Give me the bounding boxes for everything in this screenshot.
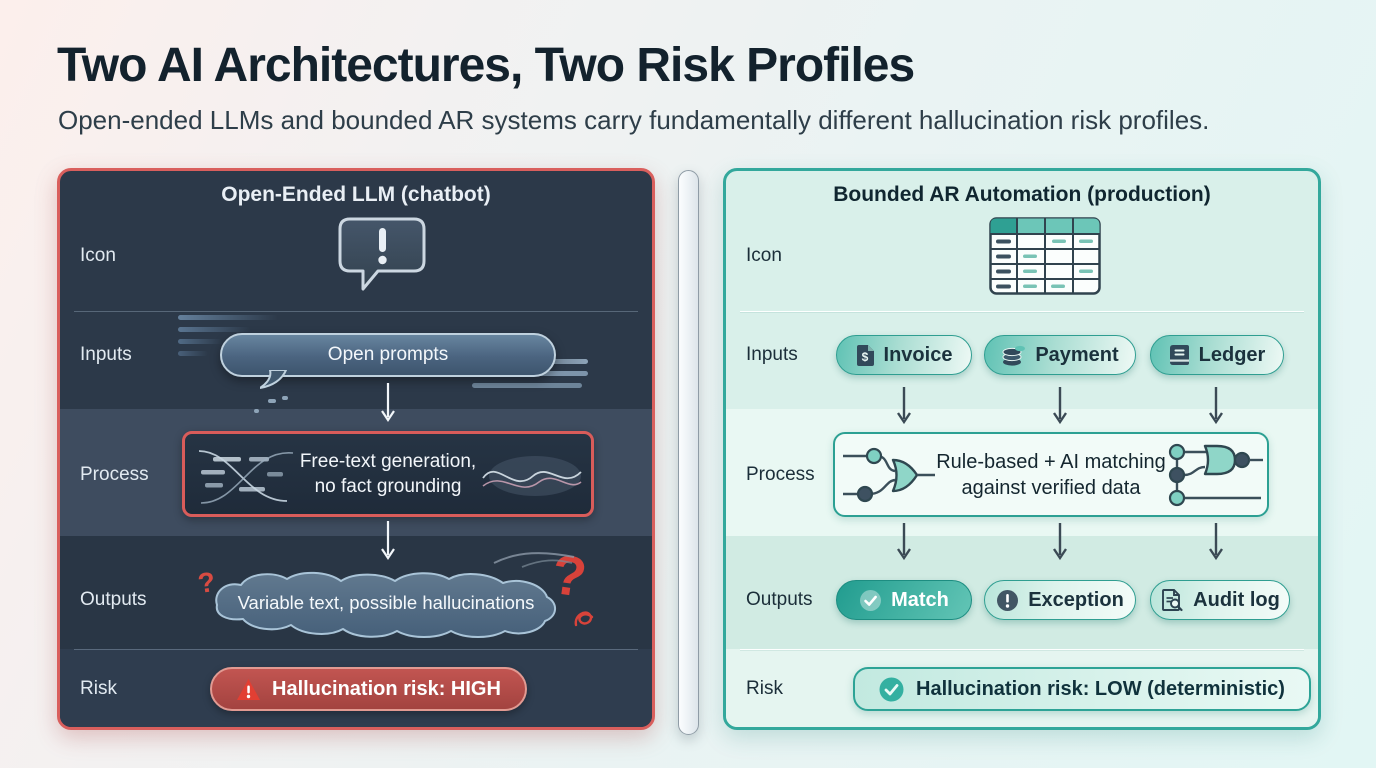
noise-waves-decoration	[482, 456, 582, 496]
right-panel-title: Bounded AR Automation (production)	[833, 183, 1211, 206]
icon-row-label: Icon	[80, 245, 116, 266]
llm-process-text: Free-text generation, no fact grounding	[299, 451, 477, 497]
down-arrow	[1209, 387, 1223, 425]
row-divider	[74, 649, 638, 650]
icon-row-label: Icon	[746, 245, 782, 266]
ar-process-text: Rule-based + AI matching against verifie…	[936, 450, 1166, 499]
row-divider	[740, 311, 1304, 312]
payment-coins-icon	[1002, 345, 1026, 366]
inputs-row-label: Inputs	[746, 344, 798, 365]
audit-log-icon	[1162, 589, 1183, 612]
ledger-book-icon	[1169, 345, 1189, 365]
input-pill-payment: Payment	[984, 335, 1136, 375]
down-arrow	[897, 523, 911, 561]
row-divider	[740, 649, 1304, 650]
ar-process-box: Rule-based + AI matching against verifie…	[833, 432, 1269, 517]
warning-triangle-icon	[237, 678, 260, 700]
risk-row-label: Risk	[746, 678, 783, 699]
left-panel-title: Open-Ended LLM (chatbot)	[221, 183, 491, 206]
pill-label: Ledger	[1198, 343, 1266, 366]
open-ended-llm-panel: Open-Ended LLM (chatbot) Icon Inputs Pro…	[57, 168, 655, 730]
risk-row-label: Risk	[80, 678, 117, 699]
logic-gate-right-icon	[1168, 443, 1263, 507]
chat-bubble-alert-icon	[338, 217, 426, 291]
variable-text-label: Variable text, possible hallucinations	[237, 592, 535, 613]
motion-lines-decoration	[493, 552, 575, 568]
output-pill-audit-log: Audit log	[1150, 580, 1290, 620]
page-title: Two AI Architectures, Two Risk Profiles	[57, 39, 915, 92]
inputs-row-label: Inputs	[80, 344, 132, 365]
logic-gate-left-icon	[843, 447, 935, 503]
exclamation-circle-icon	[997, 589, 1019, 611]
crossed-text-waves-decoration	[198, 450, 294, 504]
down-arrow	[381, 521, 395, 560]
wavy-blob-shape	[215, 571, 556, 638]
pill-label: Payment	[1035, 343, 1119, 366]
risk-low-badge: Hallucination risk: LOW (deterministic)	[853, 667, 1311, 711]
down-arrow	[897, 387, 911, 425]
open-prompts-text: Open prompts	[327, 344, 449, 365]
risk-high-text: Hallucination risk: HIGH	[272, 677, 501, 700]
invoice-document-icon: $	[856, 344, 874, 366]
open-prompts-bubble: Open prompts	[220, 333, 556, 389]
check-circle-icon	[879, 677, 904, 701]
outputs-row-label: Outputs	[80, 589, 147, 610]
vertical-divider-bar	[678, 170, 699, 735]
risk-low-text: Hallucination risk: LOW (deterministic)	[916, 677, 1285, 700]
red-squiggle-decoration	[574, 611, 594, 627]
spreadsheet-table-icon	[989, 217, 1101, 295]
check-circle-icon	[860, 589, 882, 611]
output-pill-match: Match	[836, 580, 972, 620]
process-row-label: Process	[80, 464, 149, 485]
text-streaks-left	[178, 315, 288, 363]
bubble-tail	[260, 370, 288, 389]
page-subtitle: Open-ended LLMs and bounded AR systems c…	[58, 105, 1210, 135]
bounded-ar-panel: Bounded AR Automation (production) Icon …	[723, 168, 1321, 730]
input-pill-invoice: $ Invoice	[836, 335, 972, 375]
pill-label: Exception	[1028, 588, 1124, 611]
risk-high-badge: Hallucination risk: HIGH	[210, 667, 527, 711]
down-arrow	[1209, 523, 1223, 561]
outputs-row-label: Outputs	[746, 589, 813, 610]
pill-label: Audit log	[1193, 588, 1280, 611]
input-pill-ledger: Ledger	[1150, 335, 1284, 375]
pill-label: Invoice	[883, 343, 953, 366]
down-arrow	[381, 383, 395, 422]
output-pill-exception: Exception	[984, 580, 1136, 620]
process-row-label: Process	[746, 464, 815, 485]
row-divider	[74, 311, 638, 312]
down-arrow	[1053, 523, 1067, 561]
pill-label: Match	[891, 588, 949, 611]
svg-text:$: $	[861, 350, 868, 364]
llm-process-box: Free-text generation, no fact grounding	[182, 431, 594, 517]
down-arrow	[1053, 387, 1067, 425]
variable-text-blob: Variable text, possible hallucinations	[203, 565, 569, 641]
